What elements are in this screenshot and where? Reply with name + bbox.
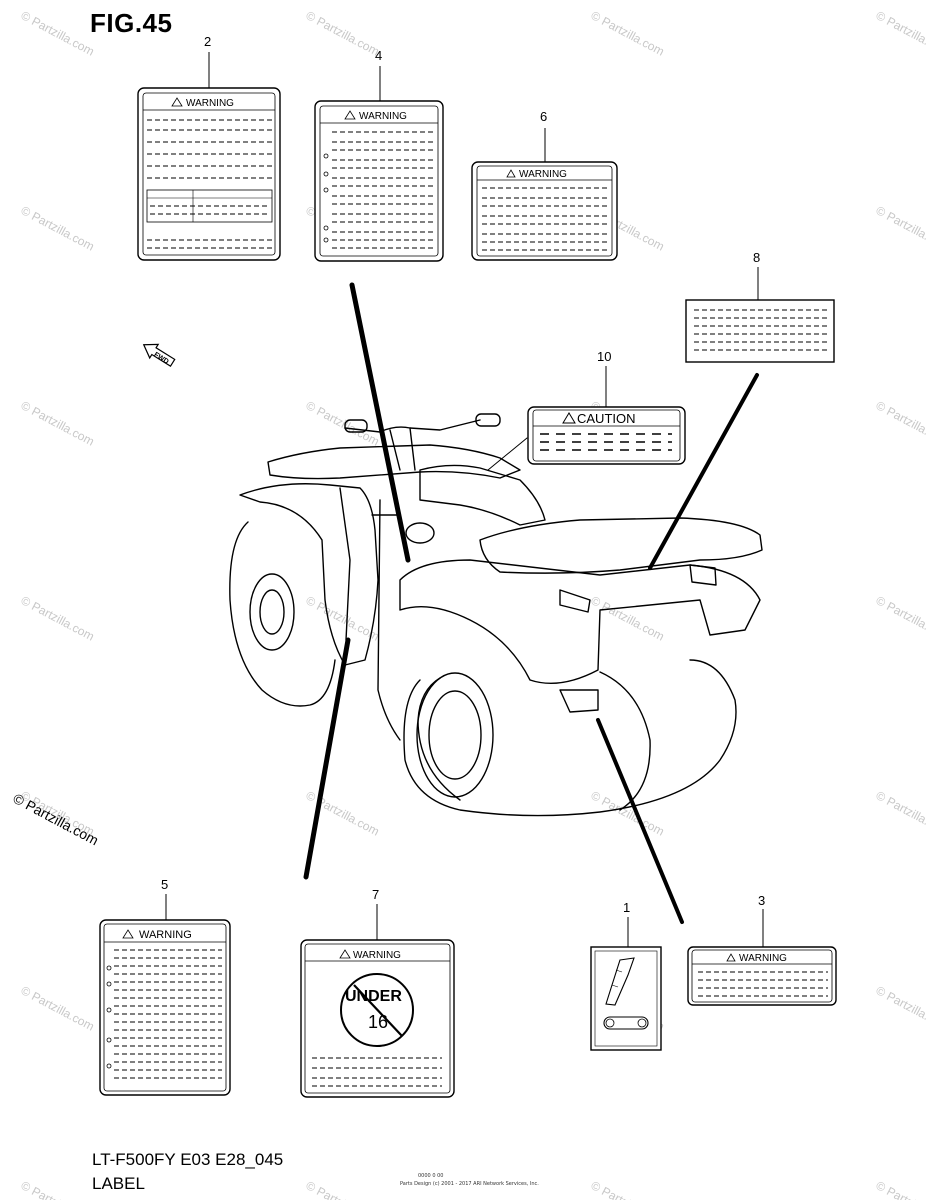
watermark-text: © Partzilla.com <box>19 203 97 253</box>
bar-decal-icon <box>603 1016 649 1030</box>
bullet-icon <box>323 153 329 159</box>
watermark-text: © Partzilla.com <box>589 8 667 58</box>
bullet-icon <box>323 187 329 193</box>
label-text-lines <box>312 1057 442 1087</box>
bullet-icon <box>106 1037 112 1043</box>
label-text-lines <box>540 433 672 451</box>
watermark-text: © Partzilla.com <box>874 203 927 253</box>
warning-title: WARNING <box>519 169 567 180</box>
watermark-text: © Partzilla.com <box>19 1178 97 1200</box>
label-text-lines <box>114 949 222 1079</box>
label-text-lines <box>332 131 434 249</box>
bullet-icon <box>106 981 112 987</box>
svg-text:FWD: FWD <box>152 351 169 365</box>
fine-print-credit: Parts Design (c) 2001 - 2017 ARI Network… <box>400 1181 539 1187</box>
label-10[interactable]: 10 CAUTION <box>527 349 686 465</box>
figure-title: FIG.45 <box>90 8 173 38</box>
bullet-icon <box>106 1007 112 1013</box>
svg-text:2: 2 <box>204 34 211 49</box>
label-text-lines <box>694 309 828 351</box>
svg-text:7: 7 <box>372 887 379 902</box>
watermark-text: © Partzilla.com <box>874 8 927 58</box>
label-1[interactable]: 1 <box>590 900 662 1051</box>
svg-text:10: 10 <box>597 349 611 364</box>
fine-print-code: 0000 0 00 <box>418 1173 444 1179</box>
svg-text:1: 1 <box>623 900 630 915</box>
under-16-icon: UNDER 16 <box>340 973 414 1047</box>
svg-text:8: 8 <box>753 250 760 265</box>
watermark-text: © Partzilla.com <box>874 983 927 1033</box>
bullet-icon <box>106 1063 112 1069</box>
warning-title: WARNING <box>353 950 401 961</box>
label-6[interactable]: 6 WARNING <box>471 109 618 261</box>
label-3[interactable]: 3 WARNING <box>687 893 837 1006</box>
label-8[interactable]: 8 <box>685 250 835 363</box>
warning-title: WARNING <box>139 929 192 941</box>
bullet-icon <box>323 225 329 231</box>
svg-text:16: 16 <box>368 1012 388 1032</box>
bullet-icon <box>323 171 329 177</box>
watermark-text: © Partzilla.com <box>19 8 97 58</box>
watermark-text: © Partzilla.com <box>874 398 927 448</box>
watermark-text: © Partzilla.com <box>874 1178 927 1200</box>
label-table-lines <box>150 205 270 215</box>
watermark-text: © Partzilla.com <box>304 398 382 448</box>
label-bullets <box>106 965 112 1069</box>
caution-title: CAUTION <box>577 411 636 426</box>
watermark-text: © Partzilla.com <box>304 8 382 58</box>
model-code: LT-F500FY E03 E28_045 <box>92 1150 284 1169</box>
atv-illustration <box>229 413 763 817</box>
watermark-text: © Partzilla.com <box>19 983 97 1033</box>
svg-text:3: 3 <box>758 893 765 908</box>
svg-text:4: 4 <box>375 48 382 63</box>
watermark-text: © Partzilla.com <box>19 398 97 448</box>
bullet-icon <box>323 237 329 243</box>
label-2[interactable]: 2 WARNING <box>137 34 281 261</box>
watermark-text: © Partzilla.com <box>304 1178 382 1200</box>
svg-text:6: 6 <box>540 109 547 124</box>
svg-text:UNDER: UNDER <box>345 988 402 1005</box>
warning-title: WARNING <box>359 111 407 122</box>
label-4[interactable]: 4 WARNING <box>314 48 444 262</box>
label-text-lines <box>482 187 608 251</box>
leader-lines <box>303 282 759 924</box>
label-5[interactable]: 5 WARNING <box>99 877 231 1096</box>
section-name: LABEL <box>92 1174 145 1193</box>
label-text-lines <box>147 119 272 249</box>
watermark-text: © Partzilla.com <box>304 593 382 643</box>
svg-text:5: 5 <box>161 877 168 892</box>
watermark-text: © Partzilla.com <box>874 593 927 643</box>
watermark-text: © Partzilla.com <box>589 1178 667 1200</box>
label-bullets <box>323 153 329 243</box>
label-7[interactable]: 7 WARNING UNDER 16 <box>300 887 455 1098</box>
watermark-text: © Partzilla.com <box>874 788 927 838</box>
warning-title: WARNING <box>739 953 787 964</box>
bullet-icon <box>106 965 112 971</box>
label-text-lines <box>698 971 828 997</box>
fwd-arrow-icon: FWD <box>142 343 176 368</box>
watermark-text: © Partzilla.com <box>19 593 97 643</box>
warning-title: WARNING <box>186 98 234 109</box>
